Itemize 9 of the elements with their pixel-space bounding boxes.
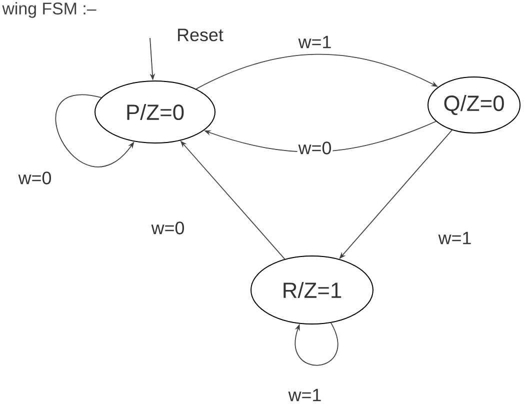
edge-label: w=1 <box>297 34 333 50</box>
edge-label: w=0 <box>17 170 53 186</box>
edge-label: w=1 <box>287 388 323 402</box>
edge-label: w=0 <box>150 220 186 236</box>
heading-text: wing FSM :– <box>2 2 96 18</box>
edge-label: w=1 <box>437 230 473 246</box>
edge-label: Reset <box>176 28 224 42</box>
edge-label: w=0 <box>297 140 333 156</box>
self-loop-arrow <box>294 322 338 366</box>
